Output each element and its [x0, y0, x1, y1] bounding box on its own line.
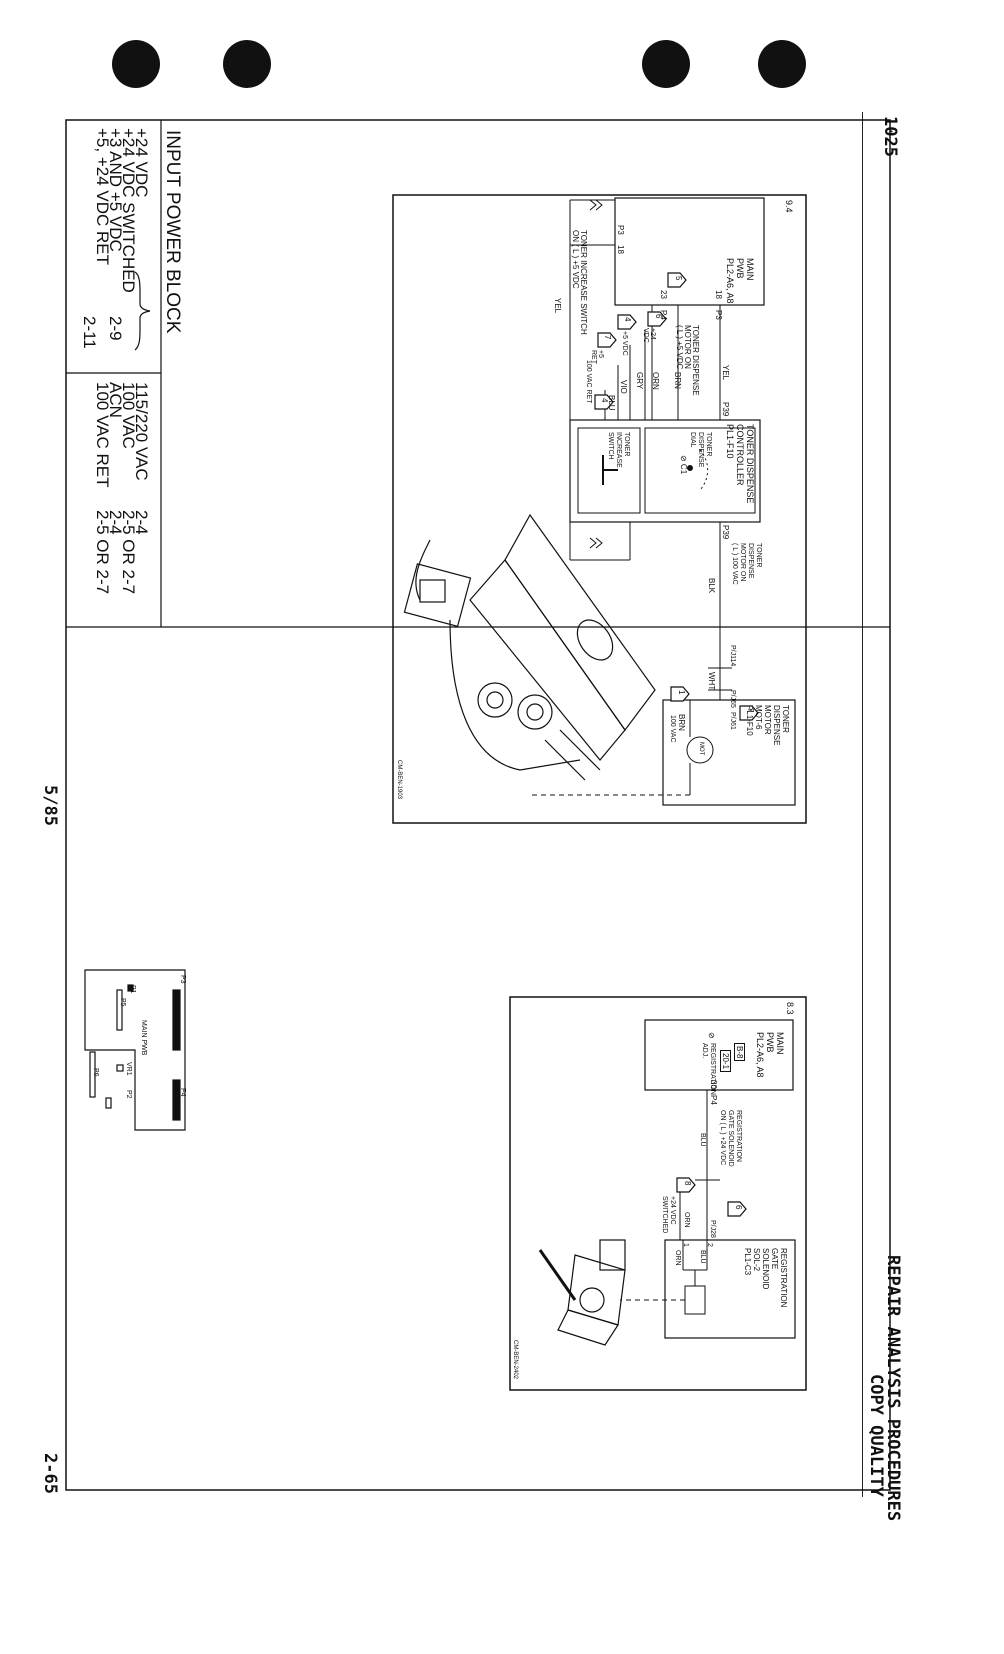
pwb-location-map — [84, 969, 186, 1131]
d83-switched-1: +24 VDC — [669, 1196, 676, 1225]
punch-hole — [223, 40, 271, 88]
d83-wire-blu2: BLU — [699, 1250, 706, 1264]
pb-left-4: +5, +24 VDC RET — [93, 128, 112, 266]
d83-signal-1: REGISTRATION — [735, 1110, 742, 1162]
d83-sol-5: PL1-C3 — [743, 1248, 752, 1276]
pb-right-ref-4: 2-5 OR 2-7 — [93, 510, 112, 595]
d83-wire-orn2: ORN — [674, 1250, 681, 1266]
d83-switched-2: SWITCHED — [661, 1196, 668, 1234]
header-rule — [862, 112, 863, 1497]
d83-ref-20-1: 20-1 — [720, 1050, 731, 1073]
pwb-p6: P6 — [92, 1068, 99, 1077]
pwb-vr1: VR1 — [125, 1062, 132, 1076]
pb-ref-2-11: 2-11 — [80, 316, 99, 349]
d83-adj-2: ADJ. — [701, 1043, 708, 1059]
d83-main-pwb-1: MAIN — [775, 1032, 785, 1055]
toner-cartridge-illustration — [403, 513, 656, 781]
d83-p4: P4 — [709, 1095, 718, 1105]
power-block-title: INPUT POWER BLOCK — [162, 130, 183, 334]
d83-sol-3: SOLENOID — [761, 1248, 770, 1290]
d83-signal-2: GATE SOLENOID — [727, 1110, 734, 1167]
d83-pin30: 30 — [709, 1080, 718, 1089]
d83-signal-3: ON ( L ) +24 VDC — [719, 1110, 726, 1166]
pb-right-4: 100 VAC RET — [93, 382, 112, 488]
punch-hole — [112, 40, 160, 88]
d83-main-pwb-3: PL2-A6, A8 — [755, 1032, 765, 1078]
d83-sol-2: GATE — [770, 1248, 779, 1270]
d83-pj28: P/J28 — [709, 1220, 716, 1238]
pwb-main-label: MAIN PWB — [140, 1020, 147, 1056]
punch-hole — [758, 40, 806, 88]
d83-badge-6: 6 — [734, 1205, 743, 1210]
d83-sol-4: SOL-2 — [752, 1248, 761, 1272]
pwb-p4: P4 — [179, 1088, 186, 1097]
pwb-p3: P3 — [179, 975, 186, 984]
solenoid-illustration — [538, 1239, 626, 1346]
d83-sol-1: REGISTRATION — [779, 1248, 788, 1308]
diagram-83-number: 8.3 — [785, 1002, 795, 1015]
d83-pin2: 2 — [706, 1243, 713, 1247]
pb-ref-2-9: 2-9 — [106, 316, 125, 341]
d83-wire-blu: BLU — [699, 1133, 706, 1147]
d83-badge-8: 8 — [683, 1181, 692, 1186]
d83-pin1: 1 — [682, 1243, 689, 1247]
d83-adj-icon: ⊘ — [707, 1032, 716, 1039]
cat-no-83: CM-BEN-2402 — [512, 1340, 518, 1380]
d83-ref-b8: B-8 — [734, 1043, 745, 1062]
pwb-p1: P1 — [129, 985, 136, 994]
punch-hole — [642, 40, 690, 88]
d83-main-pwb-2: PWB — [765, 1032, 775, 1053]
d83-wire-orn: ORN — [683, 1212, 690, 1228]
pwb-p2: P2 — [125, 1090, 132, 1099]
pwb-p5: P5 — [119, 998, 126, 1007]
